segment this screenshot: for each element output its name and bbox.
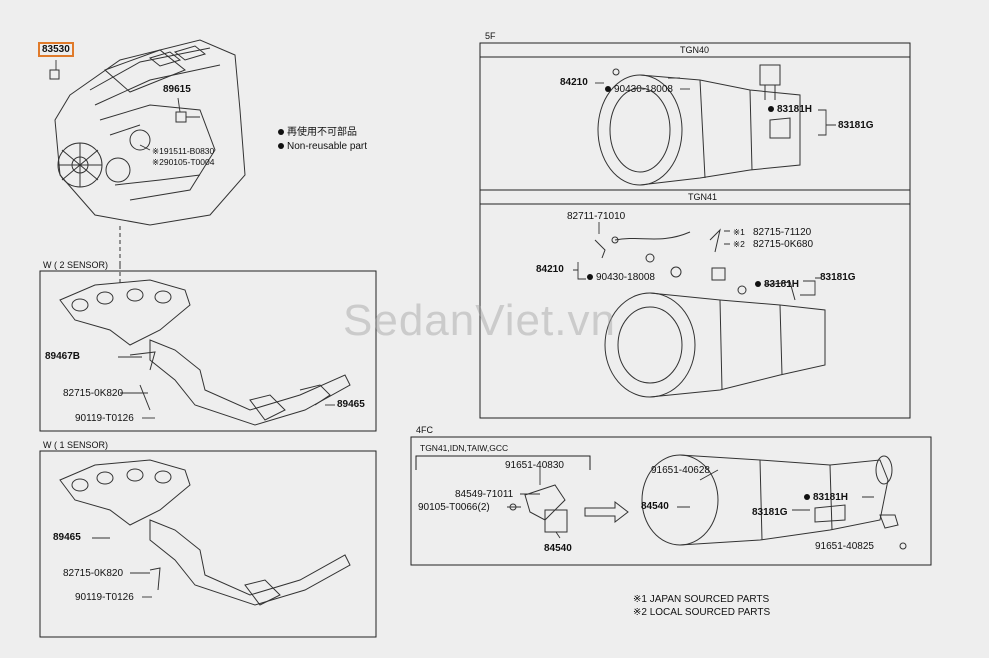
tgn41-part-83181g[interactable]: 83181G: [820, 272, 856, 283]
4fc-part-83181h-text: 83181H: [813, 492, 849, 503]
4fc-part-84549[interactable]: 84549-71011: [455, 489, 514, 500]
part-83530-highlight[interactable]: 83530: [38, 42, 74, 57]
watermark: SedanViet.vn: [343, 296, 616, 345]
4fc-transmission: [641, 454, 907, 550]
w1-part-90119[interactable]: 90119-T0126: [75, 592, 134, 603]
tgn41-note-2: ※2: [733, 239, 745, 249]
4fc-title: 4FC: [416, 425, 434, 435]
4fc-subpanel-bracket: [415, 455, 591, 470]
tgn40-part-90430[interactable]: 90430-18008: [605, 84, 673, 95]
w2-part-89465[interactable]: 89465: [337, 399, 365, 410]
legend-jp-text: 再使用不可部品: [287, 127, 357, 138]
tgn40-part-90430-text: 90430-18008: [614, 84, 673, 95]
w1-panel-title: W ( 1 SENSOR): [43, 440, 109, 450]
part-89615-label[interactable]: 89615: [163, 84, 191, 95]
footnote-japan: ※1 JAPAN SOURCED PARTS: [633, 594, 770, 605]
tgn40-part-83181g[interactable]: 83181G: [838, 120, 874, 131]
bullet-icon: [768, 106, 774, 113]
tgn40-part-83181h-text: 83181H: [777, 104, 813, 115]
w2-panel-border: [39, 270, 377, 432]
footnote-local: ※2 LOCAL SOURCED PARTS: [633, 607, 771, 618]
bullet-icon: [587, 274, 593, 281]
tgn41-part-83181h[interactable]: 83181H: [755, 279, 799, 290]
4fc-part-84540-left[interactable]: 84540: [544, 543, 572, 554]
tgn41-part-84210[interactable]: 84210: [536, 264, 564, 275]
4fc-part-91651-40628[interactable]: 91651-40628: [651, 465, 710, 476]
engine-note-1: ※191511-B0830: [152, 146, 215, 156]
tgn41-part-82711[interactable]: 82711-71010: [567, 211, 626, 222]
w1-part-89465[interactable]: 89465: [53, 532, 81, 543]
bullet-icon: [755, 281, 761, 288]
tgn40-title: TGN40: [680, 45, 710, 55]
w2-part-90119[interactable]: 90119-T0126: [75, 413, 134, 424]
bullet-icon: [278, 129, 284, 136]
tgn40-part-83181h[interactable]: 83181H: [768, 104, 812, 115]
w2-part-82715[interactable]: 82715-0K820: [63, 388, 124, 399]
engine-illustration: [49, 39, 246, 265]
tgn40-transmission: [597, 64, 801, 186]
4fc-part-83181g[interactable]: 83181G: [752, 507, 788, 518]
tgn41-title: TGN41: [688, 192, 718, 202]
4fc-part-90105[interactable]: 90105-T0066(2): [418, 502, 490, 513]
w2-part-89467b[interactable]: 89467B: [45, 351, 81, 362]
tgn41-note-1: ※1: [733, 227, 745, 237]
bullet-icon: [605, 86, 611, 93]
5f-panel-border: [479, 42, 911, 419]
tgn41-part-90430-text: 90430-18008: [596, 272, 655, 283]
legend-en: Non-reusable part: [278, 141, 367, 152]
tgn41-part-82715-71120[interactable]: 82715-71120: [753, 227, 812, 238]
tgn41-part-83181h-text: 83181H: [764, 279, 800, 290]
legend-en-text: Non-reusable part: [287, 141, 368, 152]
bullet-icon: [278, 143, 284, 150]
w2-panel-title: W ( 2 SENSOR): [43, 260, 109, 270]
tgn41-part-90430[interactable]: 90430-18008: [587, 272, 655, 283]
4fc-part-91651-40830[interactable]: 91651-40830: [505, 460, 564, 471]
4fc-part-91651-40825[interactable]: 91651-40825: [815, 541, 874, 552]
engine-note-2: ※290105-T0004: [152, 157, 215, 167]
tgn40-part-84210[interactable]: 84210: [560, 77, 588, 88]
w2-manifold: [59, 265, 351, 426]
4fc-panel-border: [410, 436, 932, 566]
bullet-icon: [804, 494, 810, 501]
5f-title: 5F: [485, 31, 496, 41]
w1-panel-border: [39, 450, 377, 638]
4fc-part-84540-right[interactable]: 84540: [641, 501, 669, 512]
legend-jp: 再使用不可部品: [278, 127, 357, 138]
tgn41-part-82715-0k680[interactable]: 82715-0K680: [753, 239, 814, 250]
4fc-subpanel-title: TGN41,IDN,TAIW,GCC: [420, 443, 509, 453]
w1-part-82715[interactable]: 82715-0K820: [63, 568, 124, 579]
leader-lines: [55, 60, 874, 598]
w1-manifold: [59, 459, 351, 606]
tgn41-transmission: [594, 228, 826, 398]
4fc-part-83181h[interactable]: 83181H: [804, 492, 848, 503]
4fc-transfer-parts: [509, 484, 629, 533]
